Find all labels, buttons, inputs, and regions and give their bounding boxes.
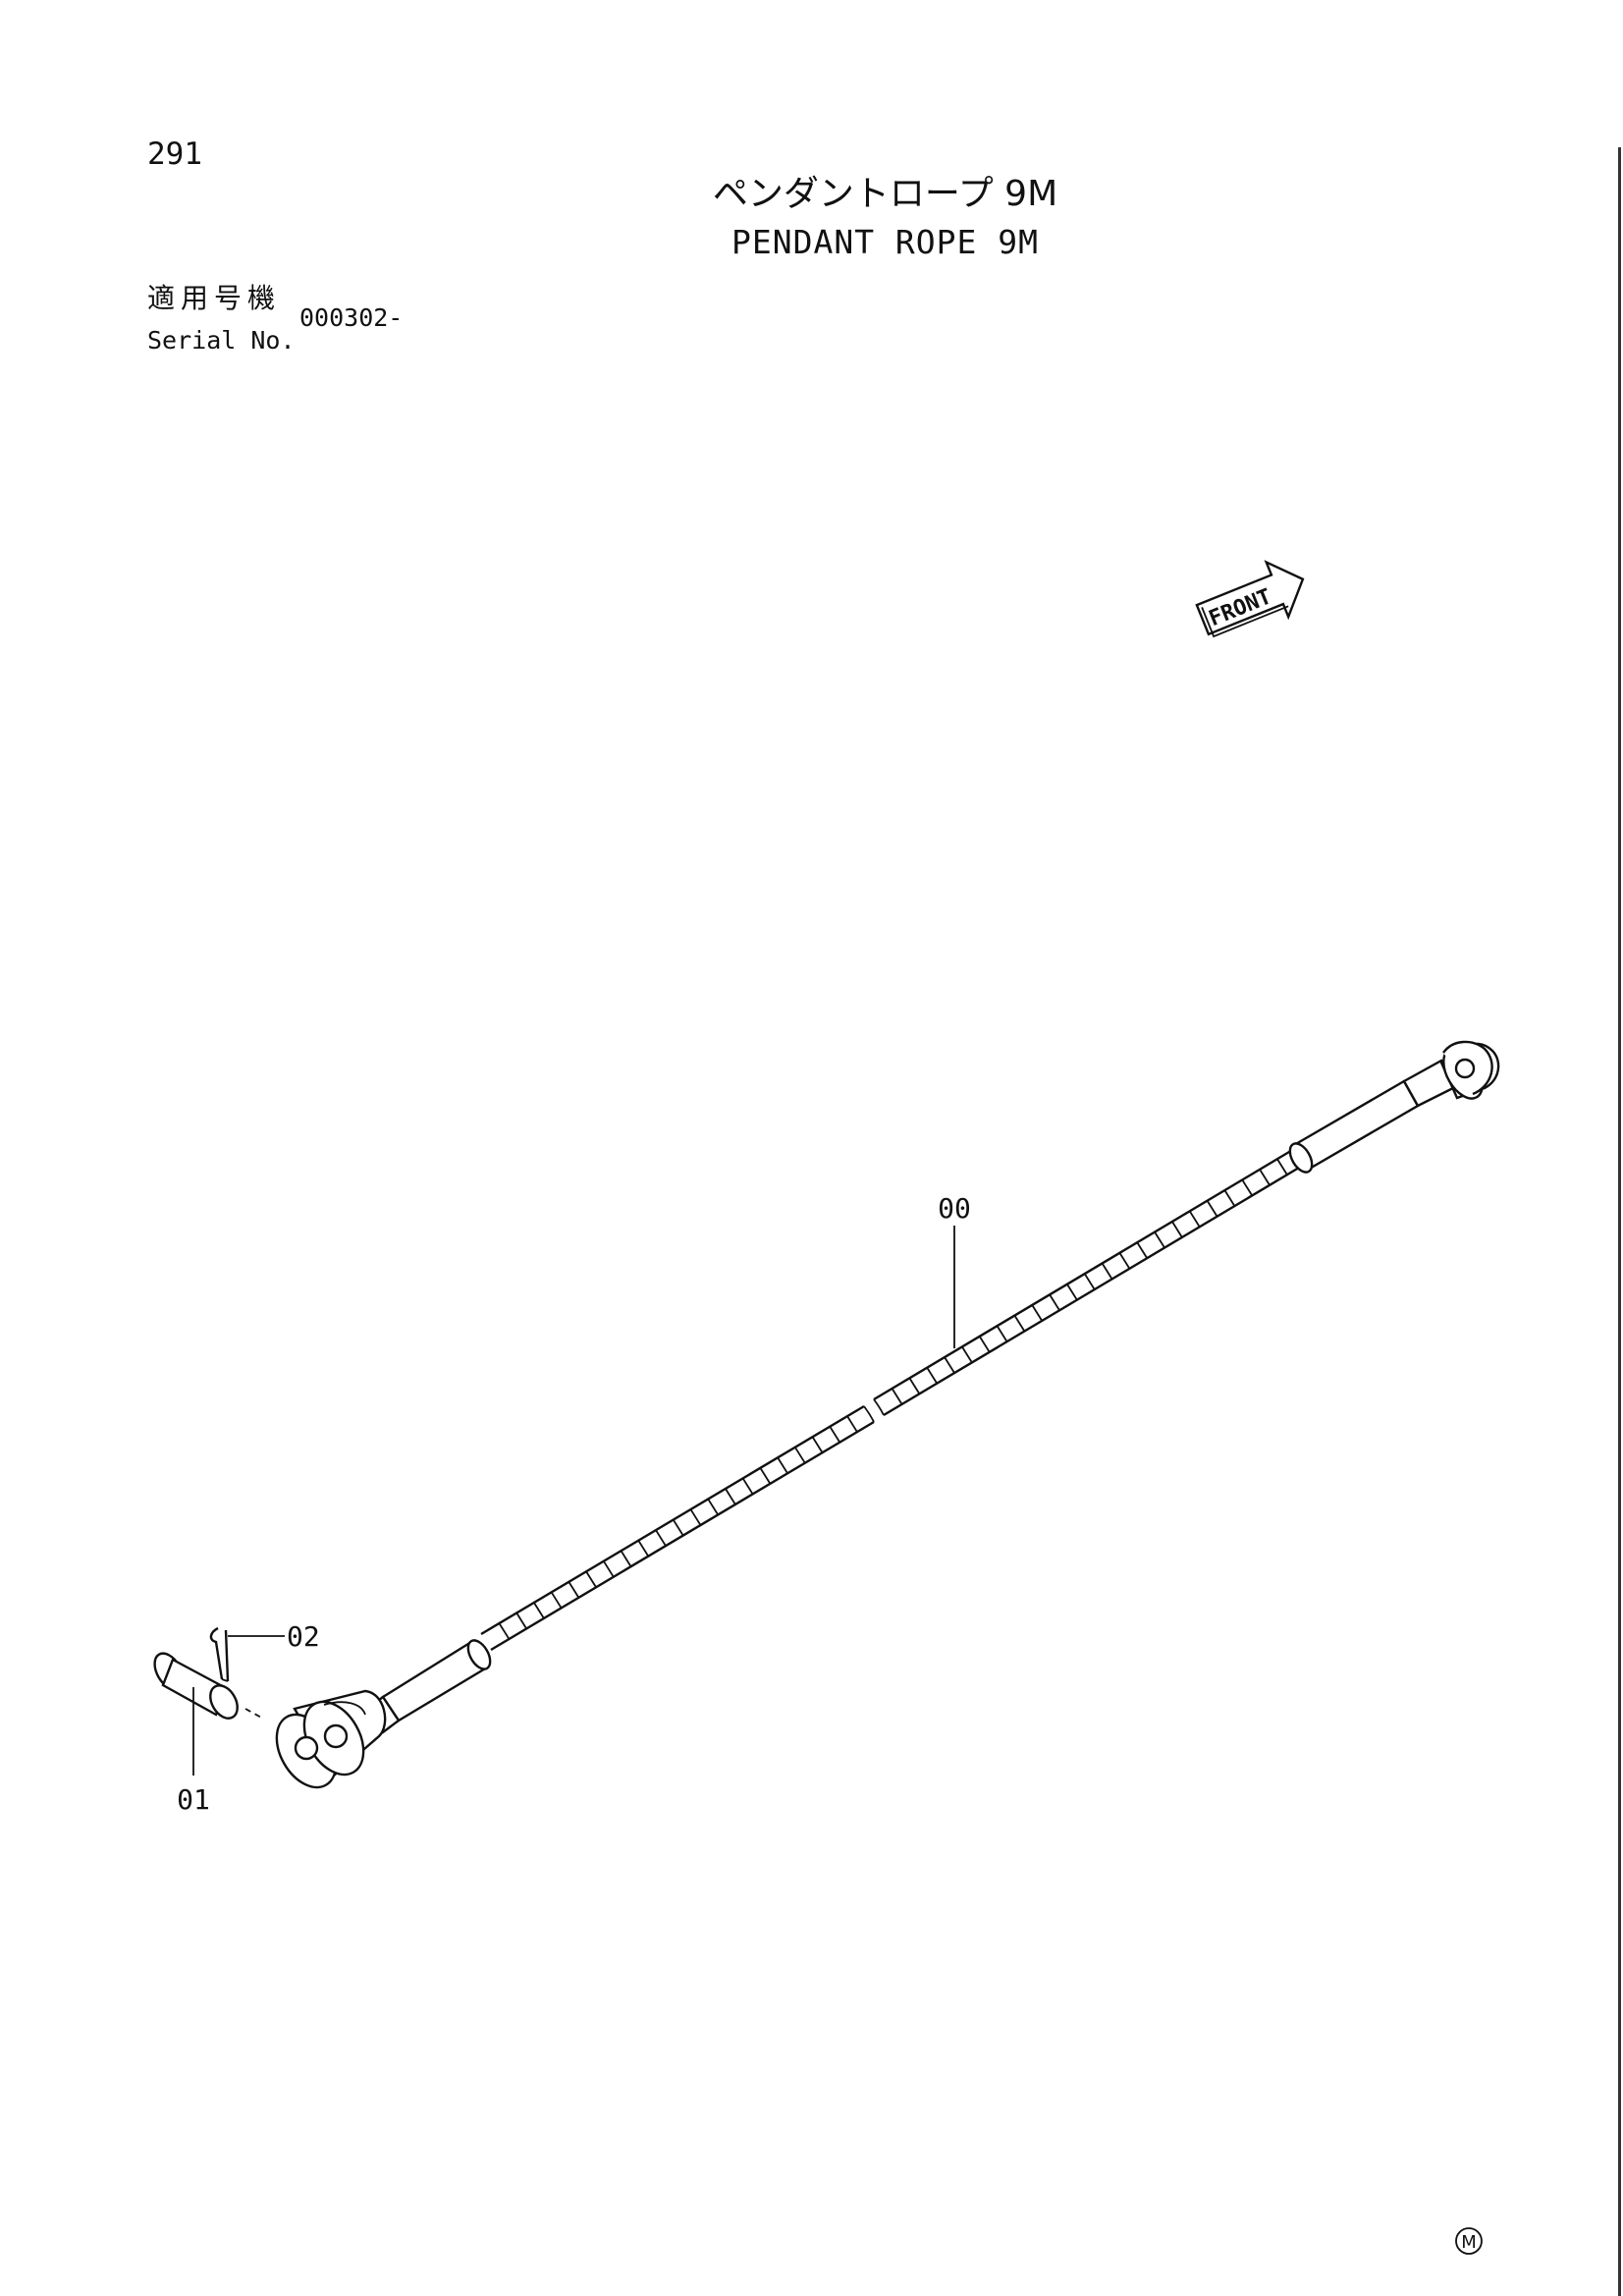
rope-strand-line: [829, 1426, 841, 1444]
rope-strand-line: [725, 1488, 736, 1505]
rope-strand-line: [1084, 1274, 1096, 1290]
callout-00: 00: [938, 1192, 971, 1348]
rope-strand-line: [498, 1622, 511, 1640]
mark-letter: M: [1461, 2232, 1477, 2253]
rope-strand-line: [621, 1551, 632, 1568]
callout-label-02: 02: [287, 1620, 320, 1653]
rope-strand-line: [812, 1437, 824, 1454]
rope-strand-line: [979, 1336, 991, 1353]
callout-02: 02: [228, 1620, 320, 1653]
rope-strand-line: [944, 1357, 956, 1374]
rope-strand-line: [585, 1571, 598, 1589]
rope-strand-line: [603, 1560, 615, 1578]
rope-strand-line: [1171, 1221, 1183, 1238]
rope-strand-line: [551, 1592, 563, 1610]
rope-strand-hatching-lower: [498, 1416, 859, 1640]
rope-strand-line: [707, 1499, 720, 1516]
circled-m-mark: M: [1455, 2227, 1483, 2255]
split-pin: [209, 1626, 230, 1682]
rope-strand-line: [533, 1602, 545, 1619]
rope-strand-line: [742, 1478, 754, 1496]
callout-01: 01: [177, 1687, 210, 1816]
pendant-rope-assembly: [275, 1040, 1500, 1789]
rope-strand-line: [1259, 1169, 1271, 1186]
rope-strand-line: [1118, 1252, 1131, 1270]
right-page-border: [1618, 147, 1621, 2296]
rope-strand-line: [846, 1416, 859, 1434]
serial-label-english: Serial No.: [147, 326, 296, 355]
serial-number-value: 000302-: [299, 303, 404, 332]
rope-strand-line: [1049, 1294, 1061, 1312]
rope-strand-line: [908, 1378, 921, 1395]
callout-label-00: 00: [938, 1192, 971, 1225]
rope-strand-line: [777, 1457, 789, 1475]
rope-strand-line: [1013, 1315, 1026, 1333]
rope-strand-line: [1207, 1200, 1218, 1218]
rope-strand-line: [568, 1581, 580, 1599]
callout-label-01: 01: [177, 1783, 210, 1816]
rope-strand-line: [794, 1447, 806, 1464]
rope-strand-line: [1276, 1159, 1288, 1176]
rope-strand-line: [1189, 1211, 1201, 1229]
rope-strand-line: [1102, 1263, 1113, 1281]
rope-strand-line: [759, 1467, 772, 1485]
clevis-pin: [153, 1652, 264, 1720]
rope-strand-line: [515, 1613, 528, 1630]
serial-label-japanese: 適用号機: [147, 282, 282, 314]
rope-strand-line: [655, 1530, 668, 1548]
front-direction-arrow-icon: FRONT: [1195, 560, 1305, 638]
rope-strand-line: [689, 1508, 702, 1526]
rope-strand-line: [637, 1540, 650, 1558]
rope-strand-line: [1136, 1242, 1149, 1260]
rope-strand-hatching-upper: [892, 1159, 1288, 1405]
rope-strand-line: [1066, 1284, 1078, 1301]
rope-strand-line: [1241, 1179, 1254, 1197]
rope-strand-line: [673, 1519, 684, 1537]
rope-strand-line: [892, 1388, 903, 1405]
rope-strand-line: [997, 1326, 1008, 1343]
rope-strand-line: [926, 1367, 939, 1385]
page-title-english: PENDANT ROPE 9M: [730, 223, 1039, 261]
rope-strand-line: [1223, 1190, 1236, 1207]
page-title-japanese: ペンダントロープ 9M: [712, 174, 1058, 214]
rope-strand-line: [1154, 1231, 1166, 1249]
rope-strand-line: [1031, 1304, 1044, 1322]
rope-strand-line: [961, 1346, 973, 1364]
page-number: 291: [147, 137, 202, 172]
